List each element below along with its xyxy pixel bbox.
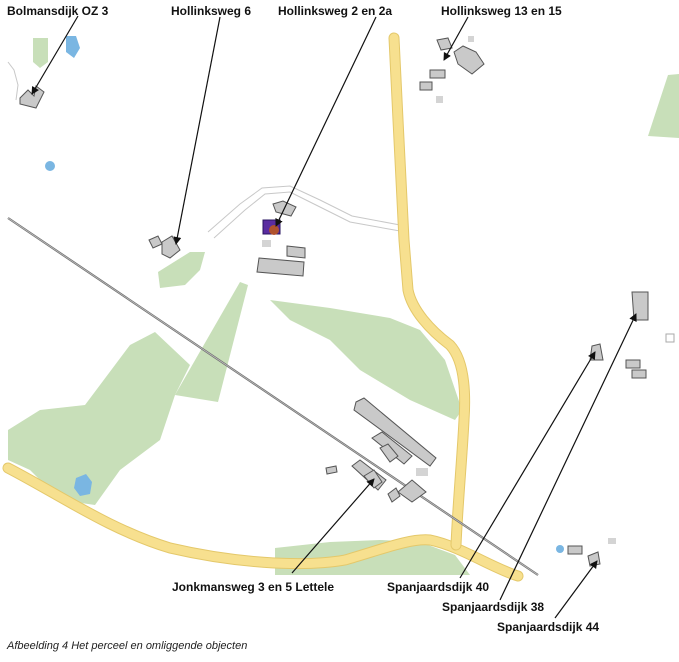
water-features [45, 36, 564, 553]
farm-track-outer [207, 185, 401, 233]
building-hollinksweg-6b [161, 235, 181, 259]
label-hollinksweg-13: Hollinksweg 13 en 15 [441, 4, 562, 18]
farm-track-inner [213, 191, 401, 239]
pond-southeast [556, 545, 564, 553]
map-labels: Bolmansdijk OZ 3 Hollinksweg 6 Hollinksw… [7, 4, 599, 634]
arrow-hollinksweg-2 [275, 16, 377, 227]
shed-d [608, 538, 616, 544]
arrow-hollinksweg-6 [173, 16, 221, 245]
meadow-northeast [648, 74, 679, 138]
building-hollinksweg-13c [429, 69, 446, 79]
label-arrows [31, 15, 637, 619]
roads [2, 32, 524, 582]
label-spanjaardsdijk-44: Spanjaardsdijk 44 [497, 620, 599, 634]
building-spanjaardsdijk-38b [625, 359, 641, 369]
building-jonkmansweg-6 [397, 479, 427, 503]
pond-south [74, 474, 92, 496]
building-hollinksweg-13d [419, 81, 433, 91]
meadow-large-west [8, 332, 190, 505]
arrow-spanjaardsdijk-40 [459, 351, 596, 579]
label-bolmansdijk: Bolmansdijk OZ 3 [7, 4, 109, 18]
railway-track-highlight [7, 217, 539, 576]
road-north [389, 33, 470, 550]
parcel-marker [269, 225, 279, 235]
label-jonkmansweg: Jonkmansweg 3 en 5 Lettele [172, 580, 334, 594]
arrow-spanjaardsdijk-38 [499, 313, 637, 601]
shed-e [416, 468, 428, 476]
meadow-areas [8, 38, 679, 575]
figure-caption: Afbeelding 4 Het perceel en omliggende o… [7, 640, 248, 652]
building-spanjaardsdijk-38c [631, 369, 647, 379]
building-hollinksweg-13a [436, 37, 453, 51]
building-spanjaardsdijk-38 [631, 291, 649, 321]
label-hollinksweg-2: Hollinksweg 2 en 2a [278, 4, 392, 18]
arrow-bolmansdijk [31, 15, 79, 95]
label-hollinksweg-6: Hollinksweg 6 [171, 4, 251, 18]
shed-a [262, 240, 271, 247]
building-jonkmansweg-8 [325, 465, 338, 475]
road-main [3, 463, 523, 581]
building-hollinksweg-2c [286, 245, 306, 259]
meadow-strip-diagonal [175, 282, 248, 402]
railway [7, 217, 539, 576]
meadow-north-strip [33, 38, 48, 68]
shed-b [468, 36, 474, 42]
shed-c [436, 96, 443, 103]
building-bolmansdijk [19, 85, 45, 109]
arrow-hollinksweg-13 [443, 16, 469, 61]
building-jonkmansweg-7 [387, 487, 401, 503]
building-hollinksweg-2b [256, 257, 305, 277]
arrow-spanjaardsdijk-44 [554, 560, 598, 619]
shed-f [665, 333, 675, 343]
building-spanjaardsdijk-44 [587, 551, 601, 567]
meadow-small-west [158, 252, 205, 288]
minor-structures [262, 36, 675, 544]
path-northwest [7, 61, 19, 101]
building-hollinksweg-6a [148, 235, 163, 249]
arrow-jonkmansweg [291, 478, 375, 574]
building-spanjaardsdijk-44b [567, 545, 583, 555]
meadow-central [270, 300, 462, 420]
label-spanjaardsdijk-38: Spanjaardsdijk 38 [442, 600, 544, 614]
building-jonkmansweg-3 [379, 443, 399, 463]
label-spanjaardsdijk-40: Spanjaardsdijk 40 [387, 580, 489, 594]
building-jonkmansweg-1 [353, 397, 437, 467]
pond-west [45, 161, 55, 171]
building-hollinksweg-13b [453, 45, 485, 75]
minor-paths [7, 61, 401, 239]
pond-north [66, 36, 80, 58]
buildings [19, 37, 649, 567]
